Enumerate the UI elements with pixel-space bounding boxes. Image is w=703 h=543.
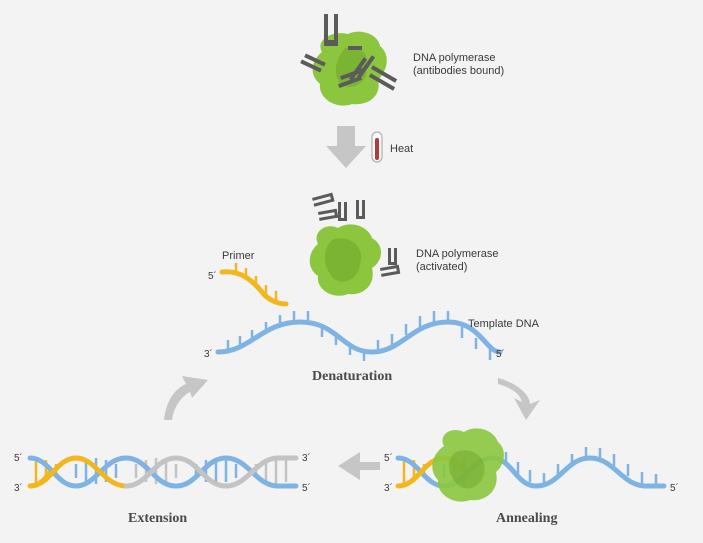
extension-double-helix [27, 455, 299, 489]
primer-five-prime-label: 5´ [208, 270, 217, 282]
bound-polymerase-icon [300, 14, 398, 106]
annealing-polymerase-icon [432, 428, 504, 502]
primer-strand [219, 263, 289, 307]
polymerase-activated-label-1: DNA polymerase [416, 248, 499, 260]
extension-left-three-prime-label: 3´ [14, 482, 23, 494]
denaturation-label: Denaturation [312, 369, 392, 384]
polymerase-bound-label-1: DNA polymerase [413, 52, 496, 64]
activated-polymerase-icon [309, 224, 382, 296]
extension-right-three-prime-label: 3´ [302, 452, 311, 464]
polymerase-bound-label-2: (antibodies bound) [413, 65, 504, 77]
template-three-prime-label: 3´ [204, 348, 213, 360]
free-antibodies-icon [312, 192, 401, 277]
annealing-right-five-prime-label: 5´ [670, 482, 679, 494]
template-five-prime-label: 5´ [496, 348, 505, 360]
primer-label: Primer [222, 250, 255, 262]
extension-label: Extension [128, 511, 187, 526]
thermometer-icon [371, 131, 383, 163]
heat-label: Heat [390, 143, 413, 155]
polymerase-activated-label-2: (activated) [416, 261, 467, 273]
extension-right-five-prime-label: 5´ [302, 482, 311, 494]
arrow-to-annealing-icon [498, 378, 540, 420]
template-dna-label: Template DNA [468, 318, 540, 330]
annealing-three-prime-label: 3´ [384, 482, 393, 494]
annealing-label: Annealing [496, 511, 557, 526]
arrow-to-denaturation-icon [164, 376, 208, 420]
down-arrow-icon [326, 126, 366, 168]
arrow-to-extension-icon [338, 452, 380, 480]
annealing-five-prime-label: 5´ [384, 452, 393, 464]
extension-left-five-prime-label: 5´ [14, 452, 23, 464]
template-dna-strand [215, 311, 503, 361]
